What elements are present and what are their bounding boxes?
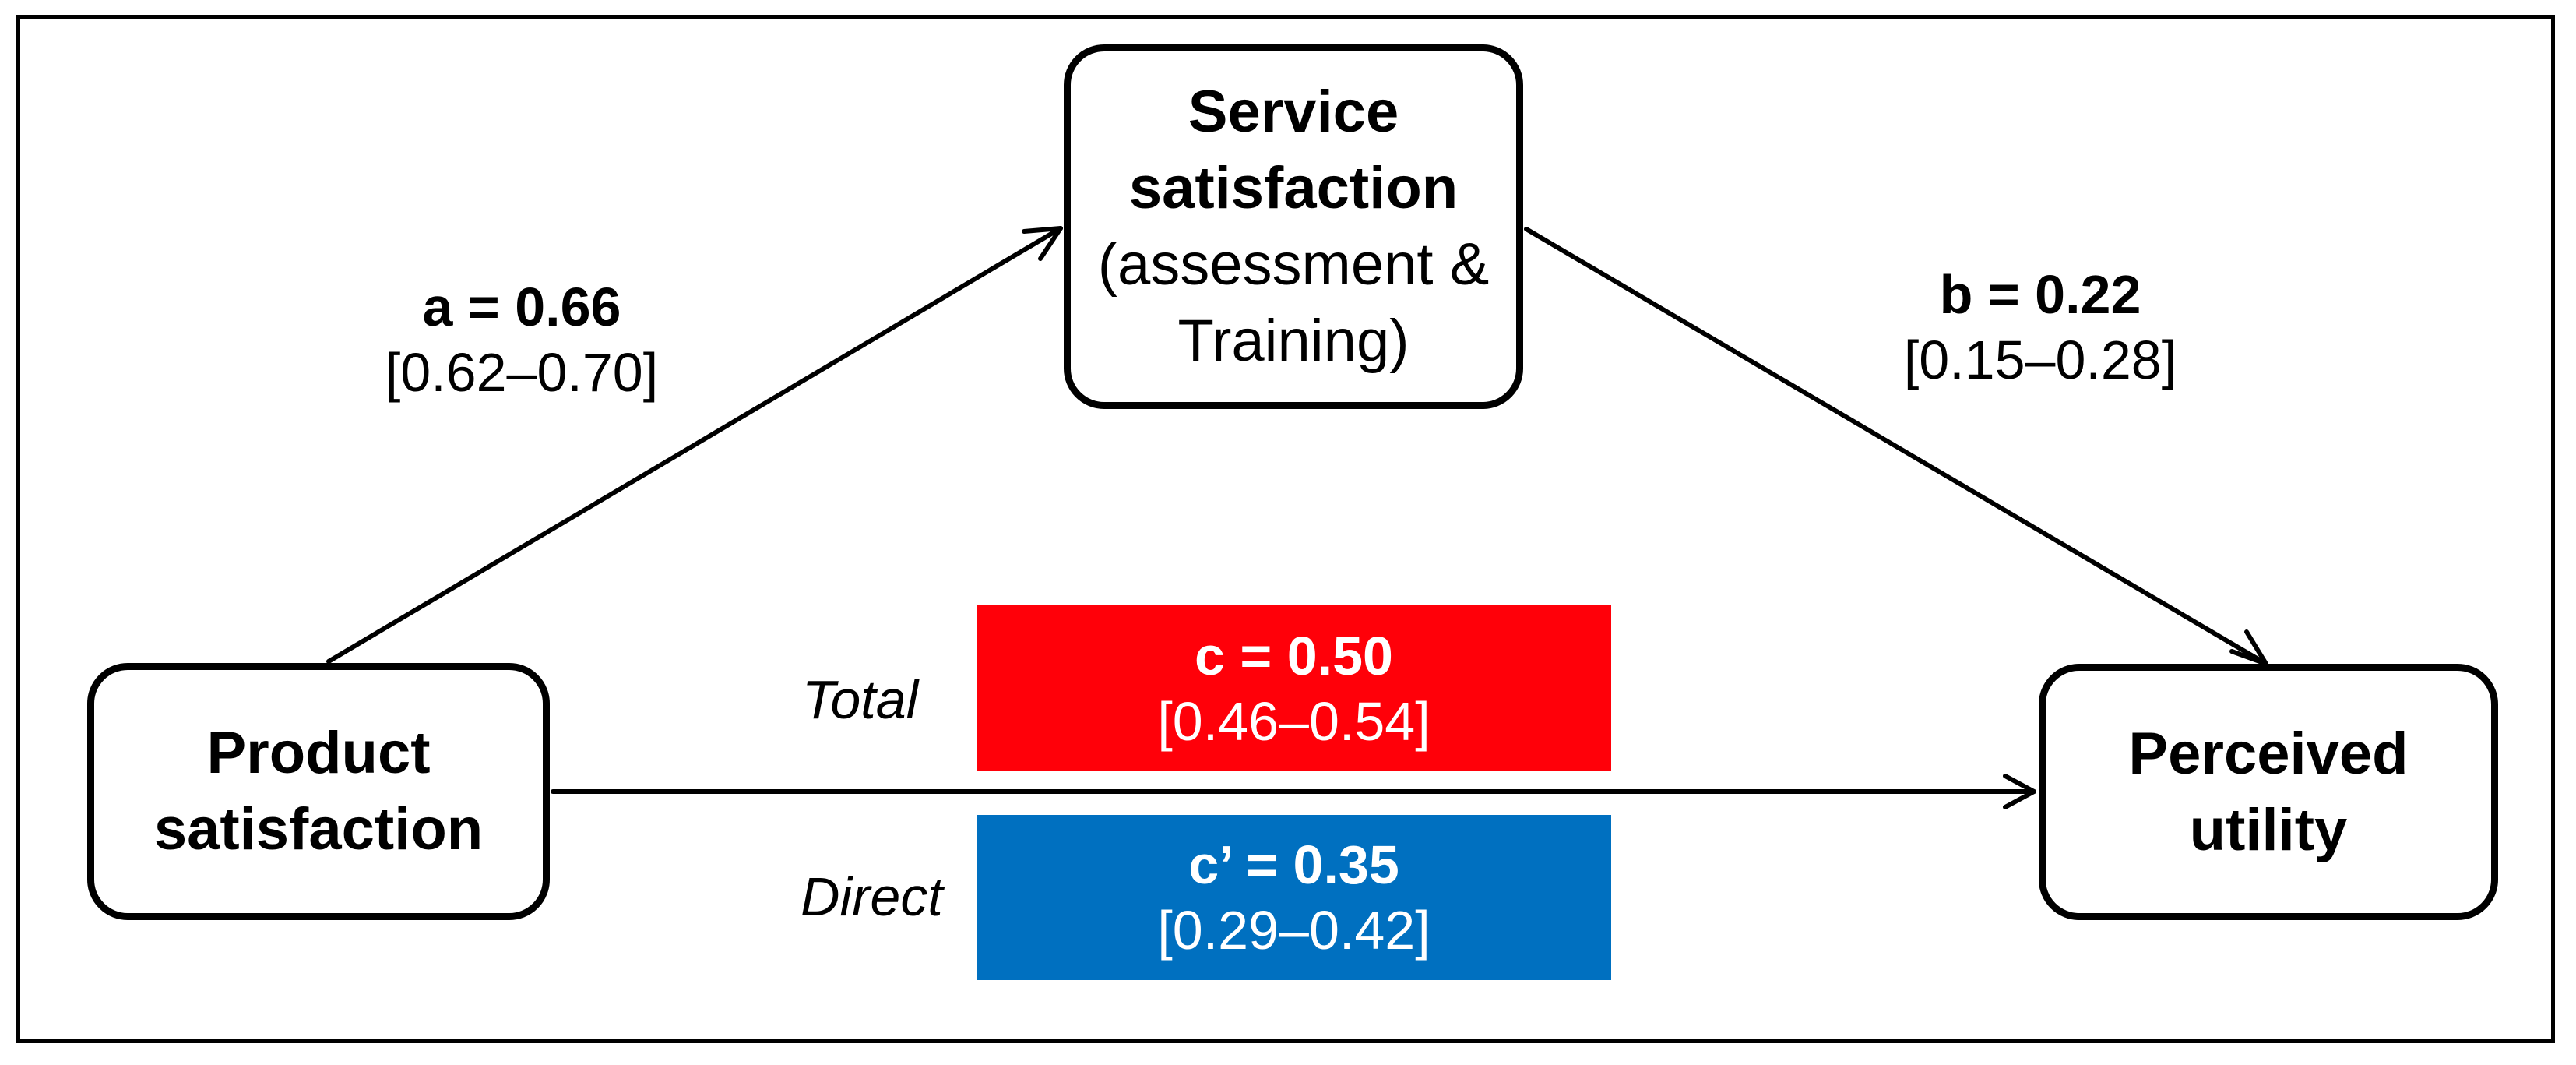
path-c-arrowhead <box>2003 774 2036 809</box>
path-a-coefficient: a = 0.66 [0.62–0.70] <box>327 274 716 405</box>
total-effect-ci: [0.46–0.54] <box>1157 690 1431 752</box>
total-effect-label: c = 0.50 <box>1195 625 1393 686</box>
outcome-title: Perceived utility <box>2128 720 2409 863</box>
direct-effect-side-label: Direct <box>801 866 943 927</box>
direct-effect-ci: [0.29–0.42] <box>1157 900 1431 961</box>
predictor-title: Product satisfaction <box>153 720 484 862</box>
path-a-line <box>326 226 1063 664</box>
diagram-frame <box>16 15 2555 1043</box>
path-a-label: a = 0.66 <box>422 277 621 337</box>
total-effect-box: c = 0.50 [0.46–0.54] <box>977 605 1611 771</box>
path-b-label: b = 0.22 <box>1939 264 2141 325</box>
predictor-node: Product satisfaction <box>87 663 550 920</box>
path-b-ci: [0.15–0.28] <box>1903 330 2177 390</box>
path-a-ci: [0.62–0.70] <box>385 342 659 403</box>
total-effect-side-label: Total <box>802 669 919 730</box>
path-b-coefficient: b = 0.22 [0.15–0.28] <box>1846 262 2235 393</box>
mediator-title: Service satisfaction <box>1128 79 1459 221</box>
path-b-line <box>1524 227 2268 666</box>
mediator-node: Service satisfaction (assessment & Train… <box>1064 44 1523 409</box>
direct-effect-label: c’ = 0.35 <box>1188 834 1399 895</box>
path-a-arrowhead <box>1022 226 1063 261</box>
mediator-subtitle: (assessment & Training) <box>1097 231 1490 374</box>
direct-effect-box: c’ = 0.35 [0.29–0.42] <box>977 815 1611 980</box>
outcome-node: Perceived utility <box>2039 664 2498 920</box>
